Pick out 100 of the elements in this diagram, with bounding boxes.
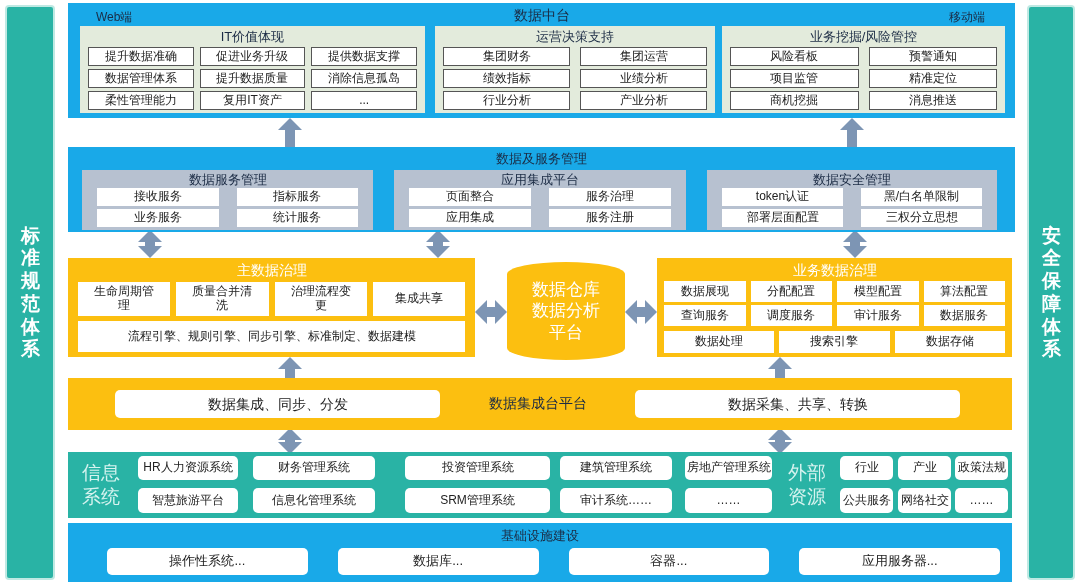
- layer-panel: [707, 170, 997, 230]
- panel-title: 应用集成平台: [501, 171, 579, 189]
- feature-box: 搜索引擎: [779, 331, 890, 353]
- layer-panel: [435, 26, 715, 113]
- feature-box: 提升数据质量: [199, 69, 306, 88]
- feature-box: 消息推送: [868, 91, 997, 110]
- feature-box: 应用集成: [409, 209, 531, 227]
- block-arrow: [278, 357, 302, 378]
- block-arrow: [625, 300, 657, 324]
- block-arrow: [768, 428, 792, 454]
- feature-box: 复用IT资产: [199, 91, 306, 110]
- block-arrow: [840, 118, 864, 147]
- feature-box: 数据库...: [337, 548, 539, 575]
- feature-box: 智慧旅游平台: [138, 488, 238, 513]
- feature-box: 算法配置: [923, 281, 1005, 302]
- panel-title: 数据安全管理: [813, 171, 891, 189]
- panel-title: 数据服务管理: [188, 171, 267, 189]
- feature-box: 生命周期管理: [78, 282, 171, 316]
- feature-box: 产业: [898, 456, 951, 480]
- panel-title: 移动端: [949, 9, 985, 26]
- feature-box: 模型配置: [837, 281, 919, 302]
- feature-box: 流程引擎、规则引擎、同步引擎、标准制定、数据建模: [78, 321, 465, 352]
- feature-box: ...: [311, 91, 417, 110]
- feature-box: 产业分析: [580, 91, 707, 110]
- layer-panel: [722, 26, 1005, 113]
- feature-box: 业务服务: [97, 209, 219, 227]
- layer-panel: [68, 258, 475, 357]
- panel-title: 主数据治理: [236, 262, 307, 280]
- feature-box: 财务管理系统: [253, 456, 375, 480]
- feature-box: 质量合并清洗: [176, 282, 269, 316]
- layer-panel: [68, 523, 1012, 582]
- feature-box: 数据服务: [923, 305, 1005, 326]
- side-bar: [5, 5, 55, 580]
- panel-title: 数据中台: [513, 7, 570, 25]
- layer-panel: [774, 452, 1012, 518]
- panel-title: 信息系统: [82, 461, 121, 509]
- feature-box: 精准定位: [868, 69, 997, 88]
- layer-panel: [68, 452, 774, 518]
- panel-title: 业务数据治理: [792, 262, 877, 280]
- database-cylinder: [507, 262, 625, 360]
- panel-title: 运营决策支持: [536, 28, 614, 46]
- feature-box: 绩效指标: [443, 69, 570, 88]
- feature-box: 容器...: [568, 548, 770, 575]
- layer-panel: [394, 170, 686, 230]
- feature-box: HR人力资源系统: [138, 456, 238, 480]
- feature-box: 预警通知: [868, 47, 997, 66]
- panel-title: 业务挖掘/风险管控: [809, 28, 918, 46]
- feature-box: 集团运营: [580, 47, 707, 66]
- feature-box: 行业: [840, 456, 893, 480]
- feature-box: 柔性管理能力: [88, 91, 194, 110]
- feature-box: 信息化管理系统: [253, 488, 375, 513]
- feature-box: 数据集成、同步、分发: [115, 390, 440, 418]
- feature-box: 分配配置: [750, 281, 832, 302]
- feature-box: 部署层面配置: [722, 209, 843, 227]
- feature-box: 项目监管: [730, 69, 859, 88]
- feature-box: 网络社交: [898, 488, 951, 513]
- feature-box: 治理流程变更: [274, 282, 367, 316]
- feature-box: 数据展现: [664, 281, 746, 302]
- feature-box: 审计服务: [837, 305, 919, 326]
- layer-panel: [82, 170, 373, 230]
- feature-box: 接收服务: [97, 188, 219, 206]
- block-arrow: [278, 428, 302, 454]
- feature-box: 数据存储: [894, 331, 1005, 353]
- feature-box: 商机挖掘: [730, 91, 859, 110]
- feature-box: 投资管理系统: [405, 456, 550, 480]
- feature-box: 公共服务: [840, 488, 893, 513]
- feature-box: ……: [955, 488, 1008, 513]
- layer-panel: [68, 378, 1012, 430]
- feature-box: 提升数据准确: [88, 47, 194, 66]
- feature-box: 审计系统……: [560, 488, 672, 513]
- block-arrow: [138, 230, 162, 258]
- feature-box: SRM管理系统: [405, 488, 550, 513]
- layer-panel: [657, 258, 1012, 357]
- feature-box: 指标服务: [236, 188, 358, 206]
- feature-box: 提供数据支撑: [311, 47, 417, 66]
- feature-box: 操作性系统...: [107, 548, 308, 575]
- layer-panel: [68, 147, 1015, 232]
- side-bar-label: 安全保障体系: [1041, 224, 1061, 361]
- feature-box: 业绩分析: [580, 69, 707, 88]
- feature-box: 调度服务: [750, 305, 832, 326]
- feature-box: 风险看板: [730, 47, 859, 66]
- feature-box: 集成共享: [372, 282, 465, 316]
- feature-box: 统计服务: [236, 209, 358, 227]
- feature-box: 行业分析: [443, 91, 570, 110]
- panel-title: 数据集成台平台: [487, 395, 588, 413]
- panel-title: 数据及服务管理: [496, 150, 587, 168]
- panel-title: IT价值体现: [220, 28, 285, 46]
- block-arrow: [278, 118, 302, 147]
- feature-box: 数据采集、共享、转换: [635, 390, 960, 418]
- layer-panel: [68, 3, 1015, 118]
- feature-box: token认证: [722, 188, 843, 206]
- block-arrow: [475, 300, 507, 324]
- feature-box: 黑/白名单限制: [861, 188, 982, 206]
- feature-box: 建筑管理系统: [560, 456, 672, 480]
- feature-box: 查询服务: [664, 305, 746, 326]
- feature-box: 三权分立思想: [861, 209, 982, 227]
- block-arrow: [843, 230, 867, 258]
- panel-title: 基础设施建设: [501, 527, 579, 545]
- feature-box: 应用服务器...: [799, 548, 1000, 575]
- block-arrow: [426, 230, 450, 258]
